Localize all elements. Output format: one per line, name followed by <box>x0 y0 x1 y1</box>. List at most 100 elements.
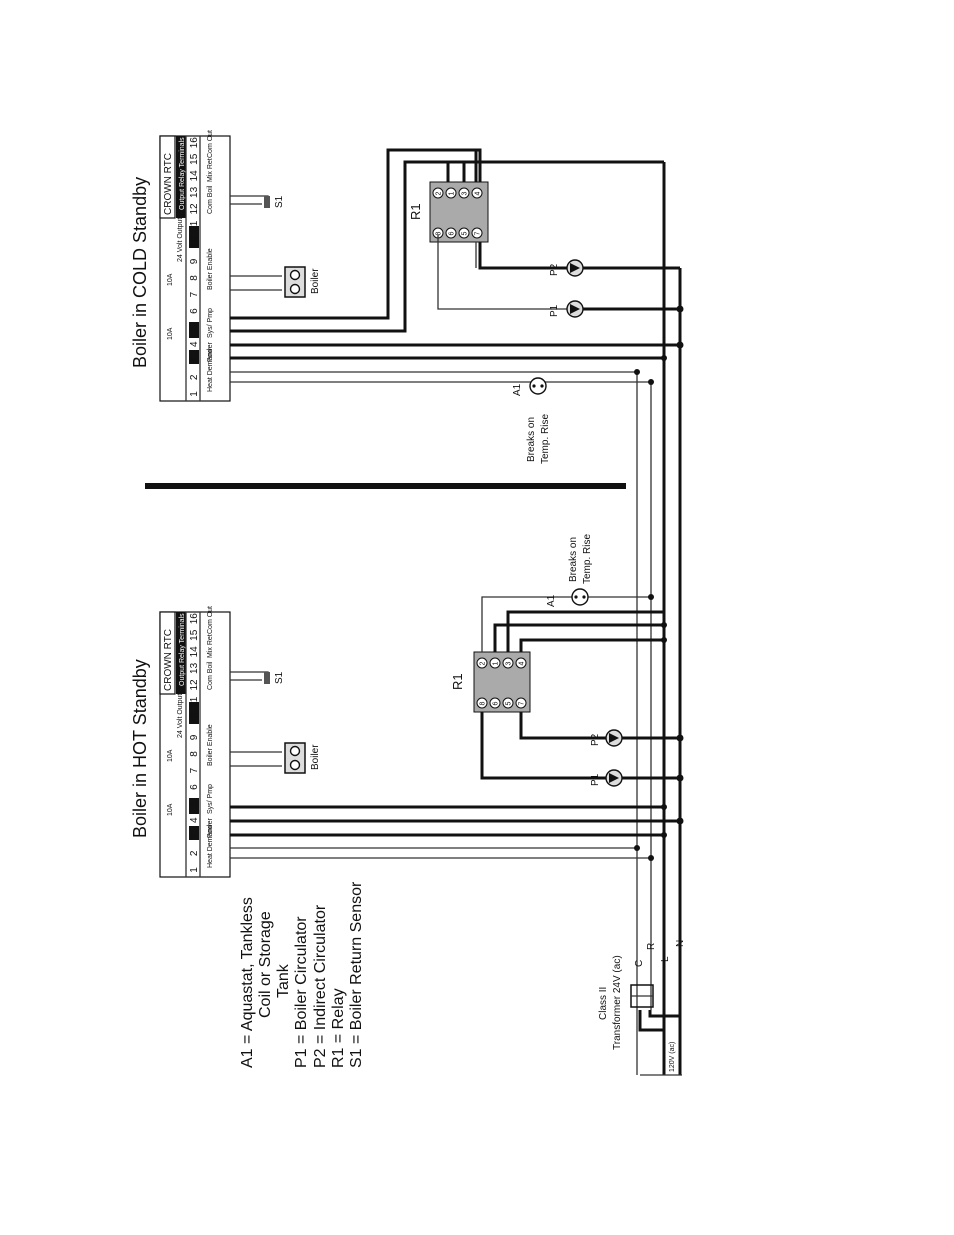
relay-pin-number: 8 <box>480 702 487 706</box>
relay-pin <box>471 187 483 199</box>
terminal-number: 10 <box>189 712 200 724</box>
terminal-n-label: N <box>675 940 686 947</box>
supply-label: 120V (ac) <box>669 1042 676 1072</box>
hot-volt-output: 24 Volt Output <box>177 694 184 738</box>
terminal-number: 9 <box>189 734 200 740</box>
cold-boiler-label: Boiler <box>310 268 321 294</box>
hot-controller-name: CROWN RTC <box>163 629 174 691</box>
relay-pin <box>515 657 527 669</box>
terminal-number: 15 <box>189 153 200 165</box>
terminal-number: 7 <box>189 767 200 773</box>
relay-pin-number: 1 <box>449 192 456 196</box>
terminal-number: 14 <box>189 170 200 182</box>
hot-breaks-2: Temp. Rise <box>582 534 593 584</box>
terminal-c-label: C <box>634 960 645 967</box>
cold-sys-pmp: Sys/ Pmp <box>207 308 214 338</box>
hot-boiler-label: Boiler <box>310 744 321 770</box>
cold-p2-label: P2 <box>549 263 560 276</box>
cold-volt-output: 24 Volt Output <box>177 218 184 262</box>
cold-a1-label: A1 <box>512 383 523 396</box>
relay-pin <box>458 187 470 199</box>
hot-p2-label: P2 <box>590 733 601 746</box>
relay-pin-number: 7 <box>519 702 526 706</box>
terminal-number: 3 <box>189 358 200 364</box>
legend: A1 = Aquastat, Tankless Coil or Storage … <box>239 881 365 1068</box>
relay-pin-number: 2 <box>436 192 443 196</box>
terminal-number: 8 <box>189 751 200 757</box>
terminal-number: 12 <box>189 679 200 691</box>
hot-boiler-enable: Boiler Enable <box>207 724 214 766</box>
relay-pin <box>489 657 501 669</box>
hot-relay-header: Output Relay Terminals <box>179 613 186 686</box>
cold-p1-label: P1 <box>549 304 560 317</box>
relay-pin <box>515 697 527 709</box>
legend-line-3: Tank <box>275 963 292 998</box>
relay-pin-number: 1 <box>493 662 500 666</box>
legend-line-4: P1 = Boiler Circulator <box>293 916 310 1068</box>
terminal-number: 2 <box>189 850 200 856</box>
cold-com-boil: Com Boil <box>207 185 214 214</box>
relay-pin-number: 6 <box>449 232 456 236</box>
hot-breaks-1: Breaks on <box>568 537 579 582</box>
bus-lines <box>636 162 682 1076</box>
terminal-number: 10 <box>189 236 200 248</box>
terminal-number: 8 <box>189 275 200 281</box>
terminal-number: 16 <box>189 613 200 625</box>
relay-pin <box>489 697 501 709</box>
relay-pin-number: 4 <box>519 662 526 666</box>
terminal-number: 7 <box>189 291 200 297</box>
relay-pin <box>476 697 488 709</box>
terminal-number: 1 <box>189 391 200 397</box>
hot-relay-tag-2: 10A <box>167 803 174 816</box>
terminal-number: 5 <box>189 800 200 806</box>
relay-pin <box>445 187 457 199</box>
hot-relay-pins: 2 1 3 4 8 6 5 7 <box>476 657 527 709</box>
relay-pin-number: 6 <box>493 702 500 706</box>
relay-pin-number: 5 <box>506 702 513 706</box>
cold-standby-section: Boiler in COLD Standby CROWN RTC Output … <box>130 130 684 464</box>
relay-pin <box>471 227 483 239</box>
hot-standby-section: Boiler in HOT Standby CROWN RTC Output R… <box>130 534 684 878</box>
hot-r1-label: R1 <box>450 673 465 690</box>
cold-boiler-enable: Boiler Enable <box>207 248 214 290</box>
hot-heat-demand: Heat Demand <box>207 825 214 868</box>
hot-sys-pmp: Sys/ Pmp <box>207 784 214 814</box>
terminal-l-label: L <box>660 956 671 962</box>
cold-relay-tag-1: 10A <box>167 273 174 286</box>
relay-pin-number: 3 <box>506 662 513 666</box>
terminal-number: 11 <box>189 696 200 707</box>
cold-heat-demand: Heat Demand <box>207 349 214 392</box>
hot-power: Power <box>207 817 214 838</box>
relay-pin-number: 3 <box>462 192 469 196</box>
legend-line-5: P2 = Indirect Circulator <box>312 904 329 1068</box>
cold-power: Power <box>207 341 214 362</box>
legend-line-2: Coil or Storage <box>257 911 274 1018</box>
hot-com-out: Com Out <box>207 606 214 634</box>
terminal-r-label: R <box>646 943 657 950</box>
cold-standby-title: Boiler in COLD Standby <box>130 177 150 368</box>
cold-mix-ret: Mix Ret <box>207 158 214 182</box>
terminal-number: 13 <box>189 662 200 674</box>
relay-pin-number: 7 <box>475 232 482 236</box>
terminal-number: 15 <box>189 629 200 641</box>
relay-pin-number: 5 <box>462 232 469 236</box>
relay-pin <box>476 657 488 669</box>
cold-controller-name: CROWN RTC <box>163 153 174 215</box>
relay-pin <box>458 227 470 239</box>
terminal-number: 14 <box>189 646 200 658</box>
terminal-number: 6 <box>189 784 200 790</box>
relay-pin <box>445 227 457 239</box>
terminal-number: 12 <box>189 203 200 215</box>
relay-pin-number: 2 <box>480 662 487 666</box>
terminal-number: 2 <box>189 374 200 380</box>
legend-line-6: R1 = Relay <box>330 988 347 1068</box>
terminal-number: 9 <box>189 258 200 264</box>
relay-pin <box>432 187 444 199</box>
terminal-number: 16 <box>189 137 200 149</box>
hot-standby-title: Boiler in HOT Standby <box>130 659 150 838</box>
relay-pin-number: 8 <box>436 232 443 236</box>
hot-a1-label: A1 <box>546 594 557 607</box>
